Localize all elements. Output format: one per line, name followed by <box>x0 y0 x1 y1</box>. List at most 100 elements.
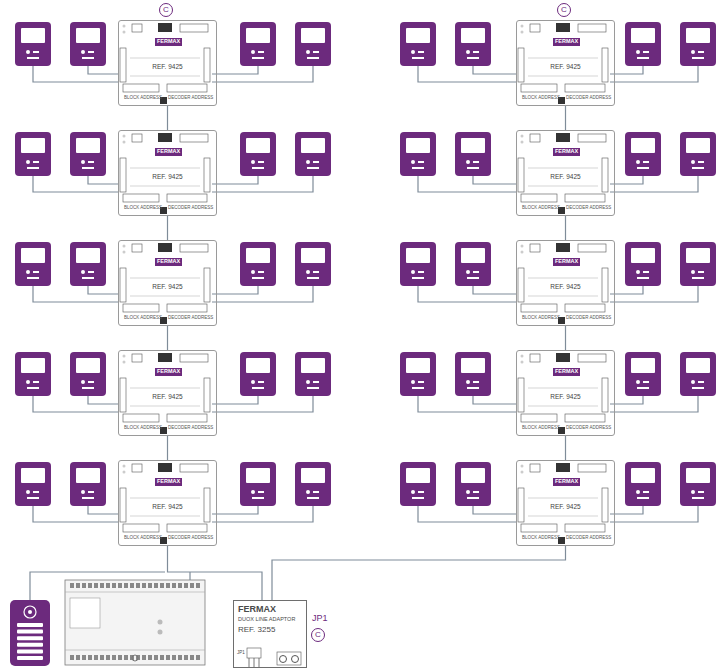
decoder-module: FERMAXREF. 9425BLOCK ADDRESSDECODER ADDR… <box>118 460 217 546</box>
bus-connector <box>167 216 168 240</box>
wire <box>33 176 118 192</box>
brand-tag: FERMAX <box>553 478 580 486</box>
monitor-body <box>680 22 716 66</box>
monitor-body <box>240 22 276 66</box>
monitor-button <box>33 271 39 273</box>
monitor-icon <box>295 242 331 286</box>
callout-letter: C <box>159 3 173 17</box>
monitor-icon <box>295 22 331 66</box>
monitor-screen <box>21 248 45 263</box>
switch <box>132 134 142 142</box>
push-button <box>17 636 43 640</box>
monitor-button <box>26 380 30 384</box>
monitor-screen <box>301 248 325 263</box>
led <box>123 465 126 468</box>
monitor-button <box>313 381 319 383</box>
dip-switch <box>521 84 557 92</box>
monitor-icon <box>15 242 51 286</box>
monitor-button <box>82 57 94 59</box>
monitor-button <box>313 51 319 53</box>
monitor-screen <box>76 358 100 373</box>
monitor-icon <box>240 352 276 396</box>
monitor-icon <box>15 22 51 66</box>
terminal <box>76 583 80 588</box>
monitor-body <box>240 352 276 396</box>
terminal <box>190 583 194 588</box>
bus-wire <box>30 572 165 600</box>
switch-label: DECODER ADDRESS <box>168 96 213 101</box>
monitor-screen <box>76 28 100 43</box>
monitor-button <box>412 167 424 169</box>
monitor-button <box>82 387 94 389</box>
terminal-strip <box>602 268 608 302</box>
pin <box>259 658 260 668</box>
monitor-body <box>455 132 491 176</box>
monitor-button <box>412 497 424 499</box>
monitor-button <box>643 161 649 163</box>
wire <box>212 66 313 82</box>
monitor-icon <box>240 22 276 66</box>
monitor-icon <box>400 132 436 176</box>
monitor-screen <box>461 28 485 43</box>
wire <box>418 396 516 412</box>
monitor-icon <box>625 352 661 396</box>
terminal <box>82 583 86 588</box>
wire <box>473 396 516 404</box>
led <box>521 471 524 474</box>
terminal <box>172 583 176 588</box>
dip-switch <box>167 84 207 92</box>
monitor-button <box>82 497 94 499</box>
monitor-button <box>307 277 319 279</box>
monitor-body <box>15 22 51 66</box>
monitor-screen <box>461 138 485 153</box>
wire <box>212 176 258 184</box>
terminal-block <box>556 23 570 32</box>
dip-switch <box>565 414 605 422</box>
monitor-button <box>418 491 424 493</box>
led <box>123 31 126 34</box>
terminal <box>154 583 158 588</box>
wire <box>610 176 698 192</box>
monitor-button <box>81 160 85 164</box>
monitor-button <box>27 57 39 59</box>
monitor-button <box>466 160 470 164</box>
monitor-body <box>70 352 106 396</box>
wire <box>418 176 516 192</box>
dip-switch <box>565 194 605 202</box>
monitor-icon <box>625 242 661 286</box>
terminal-strip <box>120 378 126 412</box>
brand-tag: FERMAX <box>155 38 182 46</box>
monitor-icon <box>70 242 106 286</box>
terminal <box>118 655 122 660</box>
monitor-button <box>412 57 424 59</box>
monitor-icon <box>70 352 106 396</box>
dip-switch <box>521 304 557 312</box>
reference-number: REF. 9425 <box>517 284 614 291</box>
monitor-body <box>240 462 276 506</box>
terminal-strip <box>602 488 608 522</box>
switch-label: DECODER ADDRESS <box>566 206 611 211</box>
monitor-button <box>698 161 704 163</box>
brand-tag: FERMAX <box>155 258 182 266</box>
led <box>521 141 524 144</box>
monitor-button <box>252 167 264 169</box>
terminal-strip <box>602 158 608 192</box>
switch <box>530 134 540 142</box>
monitor-screen <box>246 248 270 263</box>
switch-label: BLOCK ADDRESS <box>522 206 560 211</box>
brand-tag: FERMAX <box>155 478 182 486</box>
monitor-icon <box>295 462 331 506</box>
monitor-button <box>467 277 479 279</box>
monitor-button <box>411 380 415 384</box>
terminal <box>70 655 74 660</box>
monitor-button <box>636 380 640 384</box>
monitor-icon <box>15 132 51 176</box>
dip-switch <box>167 414 207 422</box>
wire <box>212 396 258 404</box>
terminal <box>166 583 170 588</box>
monitor-body <box>15 242 51 286</box>
monitor-button <box>467 497 479 499</box>
dip-switch <box>521 414 557 422</box>
monitor-button <box>473 381 479 383</box>
label-plate <box>70 598 100 628</box>
